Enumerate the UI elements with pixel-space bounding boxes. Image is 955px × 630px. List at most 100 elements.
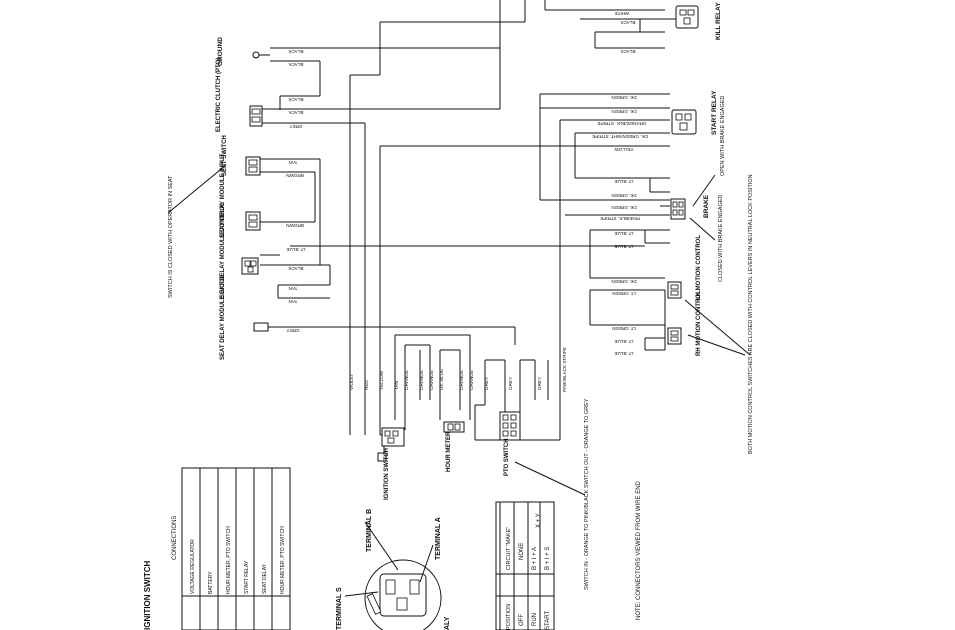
bottom-wire-label: ORANGE [404,370,409,390]
start-wire-label: ORANGE/BLK. STRIPE [597,121,646,126]
diode-wire-label: GREY [286,328,299,333]
pos-header-position: POSITION [506,604,512,630]
seat-delay-input-label: SEAT DELAY MODULE INPUT [220,153,226,238]
clutch-wire-label: BLACK [288,97,304,102]
kill-relay-label: KILL RELAY [715,2,722,40]
pos-row-off-make: NONE [519,543,525,560]
bottom-wire-label: YELLOW [379,370,384,390]
lh-motion-label: LH MOTION CONTROL [696,235,702,300]
brake-open-note: OPEN WITH BRAKE ENGAGED [720,96,726,176]
seat-wire-label: TAN [289,160,298,165]
terminal-aly-label: ALY [444,616,451,630]
control-wire-label: TAN [289,299,298,304]
ign-row-6: HOUR METER, PTO SWITCH [280,526,286,594]
ground-symbol [252,51,270,59]
rh-wire-label: LT. GREEN [612,326,635,331]
connectors-note: NOTE: CONNECTORS VIEWED FROM WIRE END [636,480,642,620]
bottom-wire-label: VIOLET [349,373,354,390]
pos-row-run-make: B + I + A [532,547,538,570]
pos-row-start-make: B + I + S [545,547,551,570]
bottom-wire-label: ORANGE [419,370,424,390]
diode-connector-symbol [253,322,269,332]
start-wire-label: YELLOW [614,147,634,152]
lh-motion-switch-symbol [667,281,682,299]
ign-row-5: SEAT DELAY [262,563,268,594]
brake-switch-symbol [670,198,686,220]
rh-wire-label: LT. BLUE [614,339,633,344]
lh-wire-label: DK. GREEN [611,279,636,284]
clutch-wire-label: BLACK [288,110,304,115]
ignition-switch-label: IGNITION SWITCH [384,448,390,500]
seat-control-connector-symbol [241,257,259,275]
start-relay-symbol [671,109,697,135]
bottom-wire-label: ORANGE [429,370,434,390]
ignition-connector-symbol [377,427,405,462]
start-relay-label: START RELAY [711,90,718,135]
bottom-wire-label: ORANGE [469,370,474,390]
bottom-wire-label: GREY [537,377,542,390]
terminal-s-label: TERMINAL S [336,587,343,630]
seat-switch-connector-symbol [245,156,261,176]
text-labels: KILL RELAY START RELAY GROUND ELECTRIC C… [143,2,754,630]
pto-note: SWITCH IN - ORANGE TO PINK/BLACK SWITCH … [584,398,590,590]
pto-switch-label: PTO SWITCH [504,438,510,476]
ignition-connections-table [181,467,291,630]
brake-wire-label: DK. GREEN [611,205,636,210]
ignition-switch-face [344,521,442,630]
clutch-connector-symbol [249,105,263,127]
bottom-wire-label: DK. BLUE [439,369,444,390]
pto-switch-connector-symbol [499,411,521,441]
ign-table-title: IGNITION SWITCH [143,560,152,630]
brake-wire-label: PINK/BLK. STRIPE [600,216,640,221]
brake-wire-label: DK. GREEN [611,193,636,198]
bottom-wire-label: GREY [484,377,489,390]
ign-row-1: VOLTAGE REGULATOR [190,539,196,594]
brake-wire-label: LT. BLUE [614,244,633,249]
ign-row-4: START RELAY [244,560,250,594]
pos-row-run: RUN [532,613,538,626]
clutch-wire-label: GREY [289,124,302,129]
control-wire-label: LT. BLUE [286,247,305,252]
brake-wire-label: LT. BLUE [614,179,633,184]
ground-wire-label: BLACK [288,49,304,54]
ign-table-header: CONNECTIONS [172,516,178,560]
position-table [495,501,555,630]
bottom-wire-label: TAN [394,381,399,390]
seat-switch-label: SEAT SWITCH [222,135,228,176]
bottom-wire-label: RED [364,380,369,390]
brake-closed-note: CLOSED WITH BRAKE ENGAGED [718,195,724,282]
kill-relay-symbol [675,5,699,29]
rh-motion-label: RH MOTION CONTROL [696,290,702,356]
brake-label: BRAKE [703,194,710,218]
brake-wire-label: LT. BLUE [614,231,633,236]
bottom-wire-label: PINK/BLACK STRIPE [562,347,567,392]
pos-row-run-extra: X + Y [536,513,542,528]
start-wire-label: DK. GREEN/WHT. STRIPE [592,134,648,139]
terminal-b-label: TERMINAL B [366,509,373,552]
seat-delay-control-label: SEAT DELAY MODULE CONTROL [220,202,226,298]
ground-label: GROUND [217,37,224,66]
hour-meter-label: HOUR METER [446,431,452,472]
rh-motion-switch-symbol [667,327,682,345]
seat-wire-label: BROWN [286,173,304,178]
seat-input-connector-symbol [245,211,261,231]
hour-meter-connector-symbol [443,421,465,433]
pos-header-make: CIRCUIT "MAKE" [506,527,512,570]
electric-clutch-label: ELECTRIC CLUTCH (PTO) [216,58,222,132]
wiring-lines [167,0,751,496]
lh-wire-label: LT. GREEN [612,291,635,296]
motion-control-note: BOTH MOTION CONTROL SWITCHES ARE CLOSED … [748,174,754,454]
ign-row-3: HOUR METER, PTO SWITCH [226,526,232,594]
start-wire-label: DK. GREEN [611,95,636,100]
seat-input-wire-label: BROWN [286,223,304,228]
start-wire-label: DK. GREEN [611,109,636,114]
kill-wire-label: WHITE [615,11,630,16]
control-wire-label: TAN [289,286,298,291]
wire-color-labels: WHITE BLACK BLACK DK. GREEN DK. GREEN ORANGE/… [286,11,648,392]
bottom-wire-label: ORANGE [459,370,464,390]
rh-wire-label: LT. BLUE [614,351,633,356]
ign-row-2: BATTERY [208,571,214,594]
seat-closed-note: SWITCH IS CLOSED WITH OPERATOR IN SEAT [168,175,174,298]
kill-wire-label: BLACK [620,20,636,25]
